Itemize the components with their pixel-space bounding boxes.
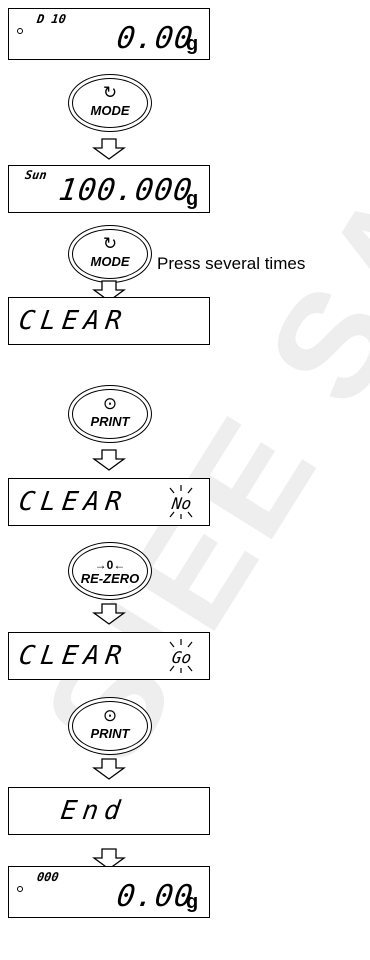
balance-display-final: 000 0.00 g	[8, 866, 210, 918]
display-value: 0.00	[114, 879, 196, 914]
blink-text: Go	[170, 648, 193, 667]
balance-display-sun: Sun 100.000 g	[8, 165, 210, 213]
clear-go-display: CLEAR Go	[8, 632, 210, 680]
arrow-down-icon	[92, 848, 126, 870]
display-message: CLEAR	[16, 487, 130, 517]
re-zero-key[interactable]: →0← RE-ZERO	[68, 542, 152, 600]
print-key-label: PRINT	[90, 726, 130, 741]
stable-indicator-icon	[17, 28, 23, 34]
blink-text: No	[170, 494, 193, 513]
mode-key-label: MODE	[90, 254, 130, 269]
balance-display-initial: D 10 0.00 g	[8, 8, 210, 60]
rotate-icon: ↻	[102, 234, 118, 253]
arrow-down-icon	[92, 449, 126, 471]
rotate-icon: ↻	[102, 83, 118, 102]
display-value: 0.00	[114, 21, 196, 56]
print-icon: ⊙	[102, 706, 118, 725]
arrow-down-icon	[92, 603, 126, 625]
stable-indicator-icon	[17, 886, 23, 892]
display-message: CLEAR	[16, 306, 130, 336]
blink-rays-icon	[169, 485, 193, 519]
blink-rays-icon	[169, 639, 193, 673]
arrow-down-icon	[92, 758, 126, 780]
mode-key[interactable]: ↻ MODE	[68, 74, 152, 132]
print-icon: ⊙	[102, 394, 118, 413]
end-display: End	[8, 787, 210, 835]
display-message: CLEAR	[16, 641, 130, 671]
display-unit: g	[186, 188, 199, 210]
display-small-label: 000	[36, 870, 60, 884]
arrow-down-icon	[92, 138, 126, 160]
mode-key[interactable]: ↻ MODE	[68, 225, 152, 283]
display-unit: g	[186, 33, 199, 55]
blinking-indicator: Go	[164, 638, 198, 674]
display-unit: g	[186, 891, 199, 913]
mode-key-label: MODE	[90, 103, 130, 118]
clear-no-display: CLEAR No	[8, 478, 210, 526]
print-key-label: PRINT	[90, 414, 130, 429]
display-message: End	[58, 796, 129, 826]
clear-display: CLEAR	[8, 297, 210, 345]
re-zero-key-label: RE-ZERO	[80, 571, 140, 586]
display-small-label: Sun	[24, 168, 48, 182]
display-small-label: D 10	[36, 12, 67, 26]
blinking-indicator: No	[164, 484, 198, 520]
instruction-note: Press several times	[157, 254, 306, 273]
arrow-down-icon	[92, 280, 126, 302]
display-value: 100.000	[56, 173, 195, 208]
print-key[interactable]: ⊙ PRINT	[68, 385, 152, 443]
zero-arrows-icon: →0←	[94, 558, 126, 572]
print-key[interactable]: ⊙ PRINT	[68, 697, 152, 755]
